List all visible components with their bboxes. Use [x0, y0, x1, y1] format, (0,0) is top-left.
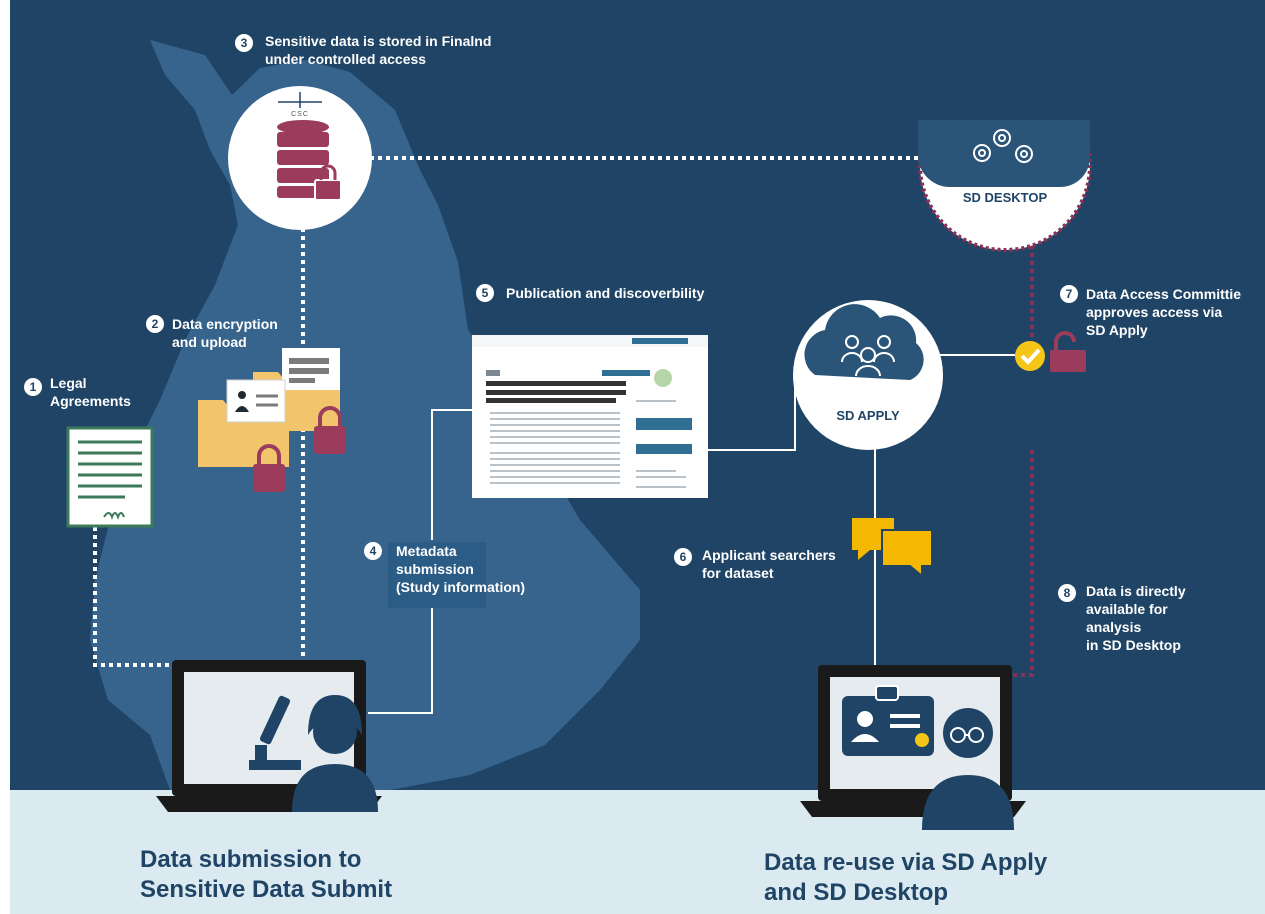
step-number-3: 3 — [235, 34, 253, 52]
researcher-icon — [292, 695, 378, 812]
sd-desktop-label: SD DESKTOP — [962, 190, 1048, 205]
metadata-box — [388, 542, 486, 608]
step-3-line: under controlled access — [265, 51, 427, 67]
step-5-line: Publication and discoverbility — [506, 285, 705, 301]
right-title-line: and SD Desktop — [764, 879, 949, 906]
id-card-icon — [842, 685, 934, 756]
web-page-icon — [472, 335, 708, 498]
step-7-line: approves access via — [1086, 304, 1223, 320]
step-number-8: 8 — [1058, 584, 1076, 602]
step-number-5: 5 — [476, 284, 494, 302]
right-bottom-title: Data re-use via SD Apply and SD Desktop — [764, 848, 1047, 908]
right-title-line: Data re-use via SD Apply — [764, 849, 1048, 876]
glasses-person-icon — [922, 708, 1014, 830]
lock-icon — [314, 164, 342, 201]
step-8-line: in SD Desktop — [1086, 637, 1181, 653]
cloud-icon — [918, 120, 1090, 187]
step-6-line: Applicant searchers — [702, 547, 836, 563]
dotted-connectors — [93, 156, 918, 667]
finland-map — [90, 40, 640, 790]
step-7-line: SD Apply — [1086, 322, 1148, 338]
sd-apply-label: SD APPLY — [836, 408, 900, 423]
step-2-line: and upload — [172, 334, 247, 350]
step-number-2: 2 — [146, 315, 164, 333]
step-6-line: for dataset — [702, 565, 774, 581]
document-icon — [66, 426, 154, 528]
solid-connectors — [368, 354, 1015, 714]
step-number-6: 6 — [674, 548, 692, 566]
step-number-1: 1 — [24, 378, 42, 396]
lock-icon — [314, 406, 346, 454]
checkmark-icon — [1015, 341, 1045, 371]
csc-logo-text: CSC — [291, 111, 309, 118]
step-number-7: 7 — [1060, 285, 1078, 303]
step-4-line: Metadata — [396, 543, 457, 559]
step-7-line: Data Access Committie — [1086, 286, 1242, 302]
step-8-line: analysis — [1086, 619, 1142, 635]
step-4-line: (Study information) — [396, 579, 526, 595]
step-1-line: Legal — [50, 375, 87, 391]
lock-icon — [253, 444, 285, 492]
left-title-line: Data submission to — [140, 846, 362, 873]
csc-logo — [278, 92, 322, 108]
step-1-line: Agreements — [50, 393, 131, 409]
folder-icon — [198, 379, 289, 467]
step-2-line: Data encryption — [172, 316, 278, 332]
people-icon — [841, 335, 895, 377]
step-4-line: submission — [396, 561, 474, 577]
step-3-line: Sensitive data is stored in Finalnd — [265, 33, 492, 49]
chat-bubbles-icon — [852, 518, 933, 579]
step-8-line: Data is directly — [1086, 583, 1186, 599]
lock-icon — [1050, 331, 1086, 372]
gears-icon — [973, 129, 1033, 163]
maroon-connectors — [1008, 245, 1034, 677]
step-number-4: 4 — [364, 542, 382, 560]
left-title-line: Sensitive Data Submit — [140, 876, 393, 903]
left-bottom-title: Data submission to Sensitive Data Submit — [140, 845, 392, 905]
step-8-line: available for — [1086, 601, 1168, 617]
microscope-icon — [249, 695, 301, 770]
